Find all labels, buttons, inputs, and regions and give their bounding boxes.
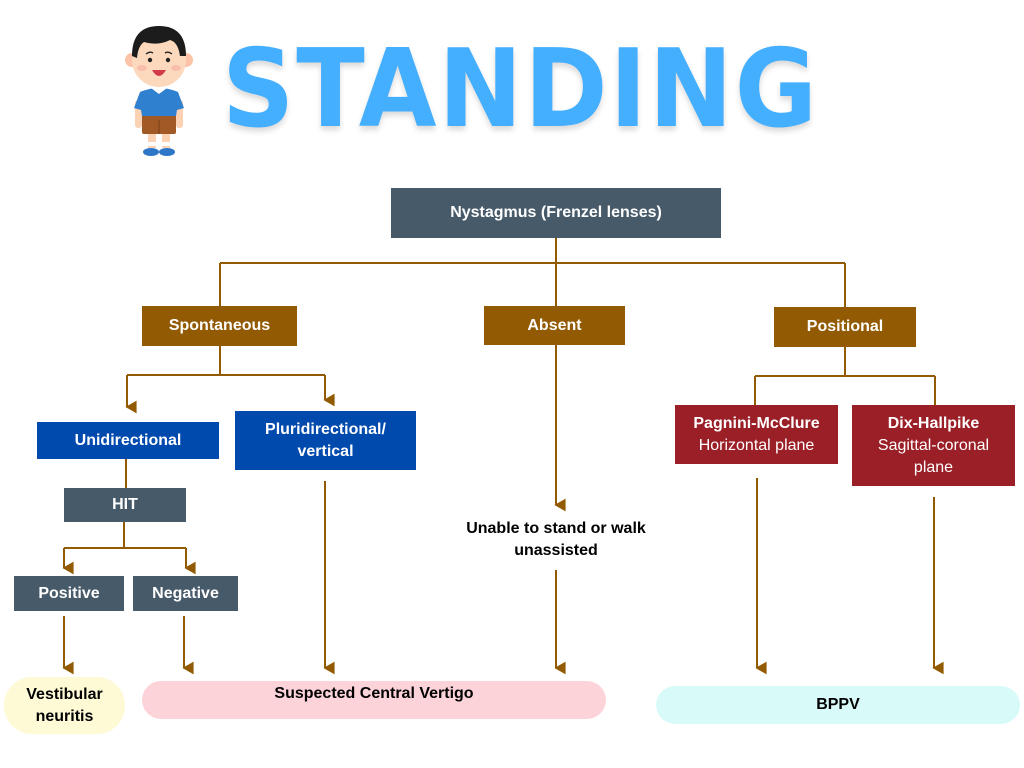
node-unidirectional-label: Unidirectional (74, 431, 182, 449)
node-positive: Positive (14, 576, 124, 611)
node-unidirectional: Unidirectional (37, 422, 219, 459)
node-unable-line2: unassisted (514, 542, 598, 559)
outcome-vestibular-neuritis: Vestibular neuritis (4, 677, 125, 734)
node-unable-line1: Unable to stand or walk (466, 520, 646, 537)
outcome-vestibular-line2: neuritis (35, 707, 94, 725)
page-title: STANDING (222, 27, 819, 152)
outcome-bppv-label: BPPV (816, 696, 860, 713)
standing-boy-icon (125, 26, 193, 156)
node-pluridirectional-line1: Pluridirectional/ (265, 420, 386, 438)
node-absent-label: Absent (527, 316, 582, 334)
node-dix-subtitle-line2: plane (913, 458, 954, 476)
node-dix-hallpike: Dix-Hallpike Sagittal-coronal plane (852, 405, 1015, 486)
outcome-central-label: Suspected Central Vertigo (274, 685, 474, 702)
node-spontaneous-label: Spontaneous (168, 317, 271, 334)
outcome-central-vertigo: Suspected Central Vertigo (142, 681, 606, 719)
outcome-vestibular-line1: Vestibular (26, 685, 103, 703)
node-hit: HIT (64, 488, 186, 522)
node-nystagmus: Nystagmus (Frenzel lenses) (391, 188, 721, 238)
node-pluridirectional-line2: vertical (297, 442, 354, 460)
node-spontaneous: Spontaneous (142, 306, 297, 346)
node-hit-label: HIT (112, 496, 138, 513)
outcome-bppv: BPPV (656, 686, 1020, 724)
node-negative-label: Negative (152, 584, 219, 602)
node-negative: Negative (133, 576, 238, 611)
node-pagnini-mcclure: Pagnini-McClure Horizontal plane (675, 405, 838, 464)
node-pagnini-title: Pagnini-McClure (693, 414, 820, 432)
node-pagnini-subtitle: Horizontal plane (698, 436, 815, 454)
node-positional-label: Positional (806, 318, 884, 335)
node-positional: Positional (774, 307, 916, 347)
node-dix-title: Dix-Hallpike (887, 414, 980, 432)
node-dix-subtitle-line1: Sagittal-coronal (877, 436, 990, 454)
node-unable-to-stand: Unable to stand or walk unassisted (436, 517, 676, 563)
node-nystagmus-label: Nystagmus (Frenzel lenses) (450, 204, 662, 221)
node-positive-label: Positive (38, 584, 100, 602)
node-pluridirectional: Pluridirectional/ vertical (235, 411, 416, 470)
node-absent: Absent (484, 306, 625, 345)
